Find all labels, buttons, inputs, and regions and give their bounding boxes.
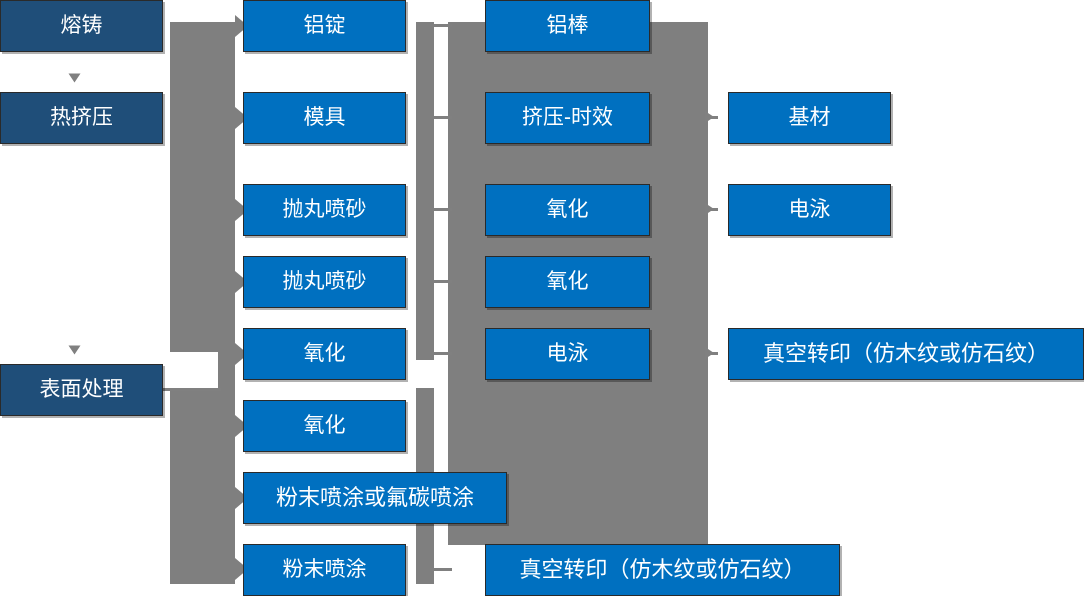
rung-4 <box>430 280 452 283</box>
process-box-shot-blasting-2[interactable]: 抛丸喷砂 <box>243 256 406 308</box>
process-box-label: 铝锭 <box>303 14 346 38</box>
connector-bar-thin <box>416 22 434 584</box>
treatment-box-oxidation-1[interactable]: 氧化 <box>485 184 650 236</box>
stage-box-hot-extrusion[interactable]: 热挤压 <box>0 92 163 144</box>
output-box-electrophoresis[interactable]: 电泳 <box>728 184 891 236</box>
process-box-aluminum-ingot[interactable]: 铝锭 <box>243 0 406 52</box>
output-box-label: 电泳 <box>788 198 831 222</box>
connector-band-left <box>170 22 235 584</box>
out-arrow-2 <box>705 203 714 215</box>
stage-box-label: 热挤压 <box>50 106 113 130</box>
rung-2 <box>430 116 452 119</box>
rung-3 <box>430 208 452 211</box>
stage-box-label: 熔铸 <box>60 14 103 38</box>
output-box-label: 真空转印（仿木纹或仿石纹） <box>762 340 1049 366</box>
process-box-powder-or-fluorocarbon-coating[interactable]: 粉末喷涂或氟碳喷涂 <box>243 472 507 524</box>
treatment-box-electrophoresis[interactable]: 电泳 <box>485 328 650 380</box>
process-box-label: 粉末喷涂或氟碳喷涂 <box>275 484 474 510</box>
treatment-box-label: 氧化 <box>546 270 589 294</box>
stage-box-label: 表面处理 <box>39 378 124 402</box>
stage-box-surface-treatment[interactable]: 表面处理 <box>0 364 163 416</box>
treatment-box-vacuum-transfer-print[interactable]: 真空转印（仿木纹或仿石纹） <box>485 544 840 596</box>
connector-bar-gap <box>410 360 440 388</box>
connector-notch <box>163 352 218 388</box>
treatment-box-extrusion-aging[interactable]: 挤压-时效 <box>485 92 650 144</box>
process-box-label: 氧化 <box>303 342 346 366</box>
treatment-box-label: 真空转印（仿木纹或仿石纹） <box>519 556 806 582</box>
rung-1 <box>430 24 452 27</box>
process-box-oxidation-1[interactable]: 氧化 <box>243 328 406 380</box>
process-box-mold[interactable]: 模具 <box>243 92 406 144</box>
out-arrow-1 <box>705 111 714 123</box>
stage-box-melt-cast[interactable]: 熔铸 <box>0 0 163 52</box>
rung-5 <box>430 352 452 355</box>
stage-arrow-down-2 <box>68 345 81 355</box>
output-box-substrate[interactable]: 基材 <box>728 92 891 144</box>
process-box-shot-blasting-1[interactable]: 抛丸喷砂 <box>243 184 406 236</box>
process-box-powder-coating[interactable]: 粉末喷涂 <box>243 544 406 596</box>
treatment-box-aluminum-bar[interactable]: 铝棒 <box>485 0 650 52</box>
stage-3-stub <box>163 388 221 391</box>
process-box-label: 模具 <box>303 106 346 130</box>
process-box-label: 抛丸喷砂 <box>282 270 367 294</box>
rung-6 <box>430 568 452 571</box>
treatment-box-label: 电泳 <box>546 342 589 366</box>
treatment-box-label: 铝棒 <box>546 14 589 38</box>
process-box-oxidation-2[interactable]: 氧化 <box>243 400 406 452</box>
out-arrow-3 <box>705 347 714 359</box>
process-box-label: 粉末喷涂 <box>282 558 367 582</box>
process-box-label: 抛丸喷砂 <box>282 198 367 222</box>
output-box-label: 基材 <box>788 106 831 130</box>
output-box-vacuum-transfer-print[interactable]: 真空转印（仿木纹或仿石纹） <box>728 328 1084 380</box>
stage-arrow-down-1 <box>68 73 81 83</box>
process-box-label: 氧化 <box>303 414 346 438</box>
treatment-box-oxidation-2[interactable]: 氧化 <box>485 256 650 308</box>
treatment-box-label: 挤压-时效 <box>522 106 613 130</box>
treatment-box-label: 氧化 <box>546 198 589 222</box>
